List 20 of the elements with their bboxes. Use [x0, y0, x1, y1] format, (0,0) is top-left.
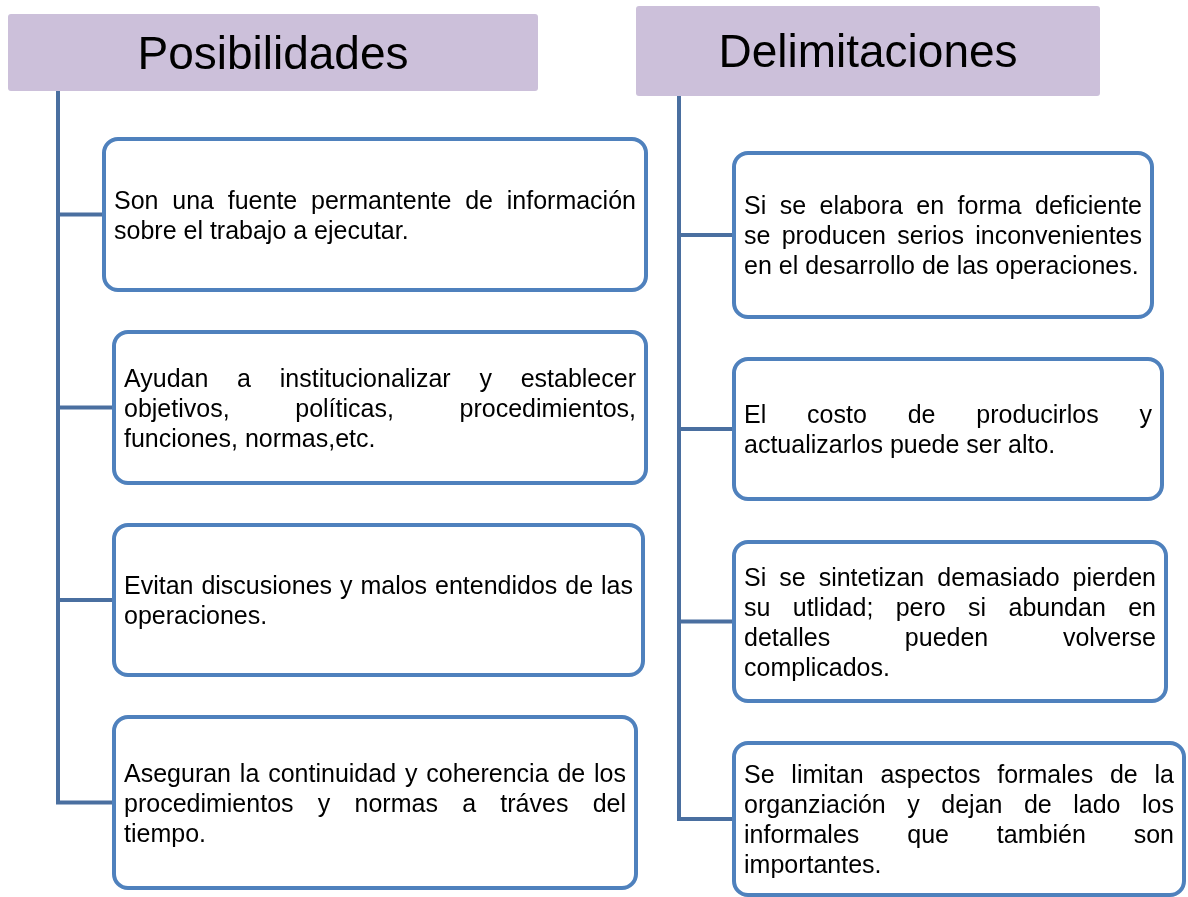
box-text: Son una fuente permantente de información sobre el trabajo a ejecutar.: [114, 184, 636, 245]
text-box: [732, 357, 1164, 501]
header-box: [8, 14, 538, 91]
box-text: El costo de producirlos y actualizarlos puede ser alto.: [744, 399, 1152, 459]
box-text: Si se elabora en forma deficiente se producen serios inconvenientes en el desarrollo de las operaciones.: [744, 190, 1142, 280]
box-text: Se limitan aspectos formales de la organziación y dejan de lado los informales que también son importantes.: [744, 759, 1174, 879]
text-box: [732, 741, 1186, 897]
text-box: [732, 540, 1168, 703]
box-text: Evitan discusiones y malos entendidos de las operaciones.: [124, 570, 633, 630]
text-box: [732, 151, 1154, 319]
header-box: [636, 6, 1100, 96]
text-box: [112, 330, 648, 485]
header-title: Posibilidades: [137, 25, 409, 80]
box-text: Ayudan a institucionalizar y establecer objetivos, políticas, procedimientos, funciones, normas,etc.: [124, 362, 636, 453]
box-text: Si se sintetizan demasiado pierden su utlidad; pero si abundan en detalles pueden volverse complicados.: [744, 561, 1156, 682]
text-box: [112, 523, 645, 677]
text-box: [112, 715, 638, 890]
box-text: Aseguran la continuidad y coherencia de los procedimientos y normas a tráves del tiempo.: [124, 757, 626, 848]
header-title: Delimitaciones: [718, 24, 1018, 78]
text-box: [102, 137, 648, 292]
